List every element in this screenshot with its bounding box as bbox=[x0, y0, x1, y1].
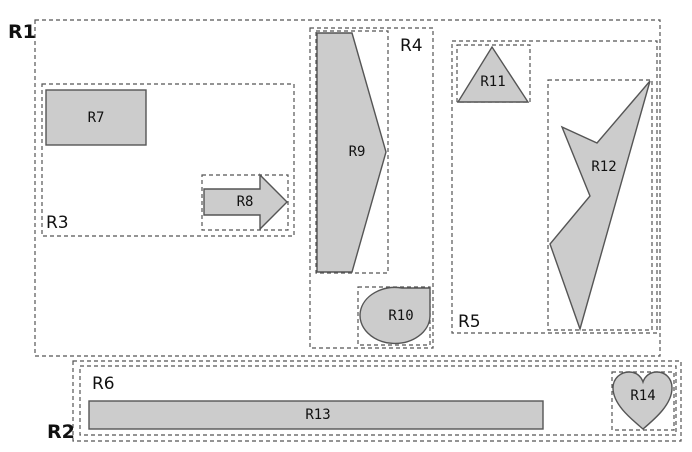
shape-r14-label: R14 bbox=[630, 388, 655, 404]
shape-r10-teardrop bbox=[359, 286, 431, 345]
region-r1-box bbox=[34, 19, 661, 357]
shape-r14-heart bbox=[612, 371, 673, 430]
region-r6-label: R6 bbox=[92, 374, 115, 394]
shape-r7-rectangle bbox=[45, 89, 147, 146]
shape-r7-label: R7 bbox=[88, 110, 105, 126]
region-r2-box bbox=[72, 360, 682, 442]
shape-r9-label: R9 bbox=[349, 144, 366, 160]
shape-r8-label: R8 bbox=[237, 194, 254, 210]
shape-r13-label: R13 bbox=[305, 407, 330, 423]
shape-r9-bbox bbox=[315, 30, 389, 274]
region-r4-box bbox=[309, 27, 434, 349]
region-r4-label: R4 bbox=[400, 36, 423, 56]
region-r6-box bbox=[79, 365, 677, 436]
region-r1-label: R1 bbox=[8, 21, 36, 43]
shape-r11-triangle bbox=[456, 45, 530, 103]
shape-r8-arrow bbox=[203, 173, 288, 231]
region-r3-box bbox=[41, 83, 295, 237]
shape-r14-bbox bbox=[611, 371, 675, 431]
shape-r9-pentagon bbox=[316, 32, 387, 273]
shape-r8-bbox bbox=[201, 174, 289, 231]
shape-r12-label: R12 bbox=[591, 159, 616, 175]
region-r3-label: R3 bbox=[46, 213, 69, 233]
shape-r11-bbox bbox=[456, 44, 531, 103]
region-r2-label: R2 bbox=[47, 421, 75, 443]
shape-r12-polygon bbox=[549, 80, 651, 332]
shape-r12-bbox bbox=[547, 79, 653, 331]
region-r5-box bbox=[451, 40, 658, 334]
shape-r13-bar bbox=[88, 400, 544, 430]
region-r5-label: R5 bbox=[458, 312, 481, 332]
shape-r10-label: R10 bbox=[388, 308, 413, 324]
shape-r11-label: R11 bbox=[480, 74, 505, 90]
